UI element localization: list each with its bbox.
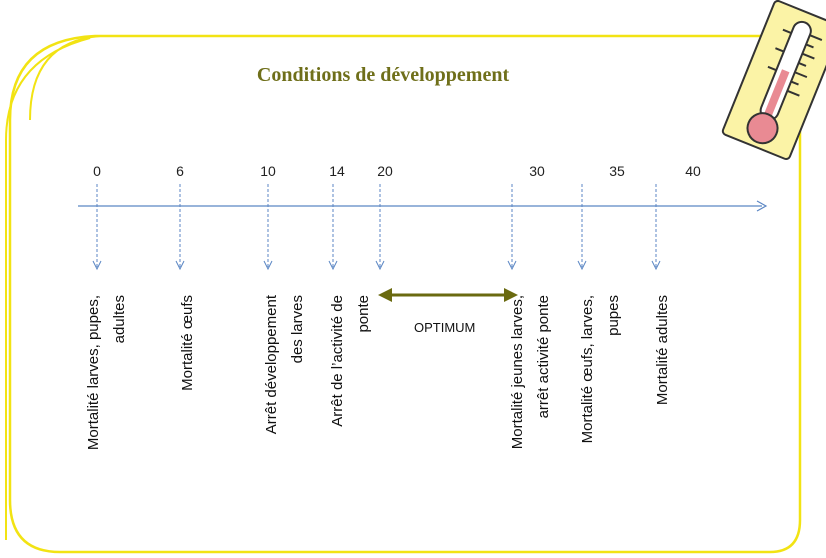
effect-label: Arrêt développement des larves — [263, 294, 306, 434]
effect-label: Mortalité jeunes larves, arrêt activité p… — [509, 295, 552, 449]
down-arrow — [92, 184, 102, 271]
effect-label-line: Mortalité larves, pupes, — [85, 295, 102, 450]
tick-label: 0 — [93, 163, 101, 179]
down-arrow — [651, 184, 661, 271]
down-arrow — [175, 184, 185, 271]
down-arrow — [507, 184, 517, 271]
effect-label: Mortalité larves, pupes, adultes — [85, 295, 128, 450]
effect-label-line: arrêt activité ponte — [535, 295, 552, 418]
down-arrow — [328, 184, 338, 271]
effect-label-line: Mortalité œufs, larves, — [579, 295, 596, 443]
thermometer-icon — [721, 0, 826, 161]
effect-label-line: Mortalité jeunes larves, — [509, 295, 526, 449]
frame-border-bottom — [8, 34, 802, 554]
down-arrow — [577, 184, 587, 271]
tick-label: 40 — [685, 163, 701, 179]
effect-label-line: Arrêt développement — [263, 294, 280, 434]
effect-label-line: Arrêt de l’activité de — [329, 295, 346, 427]
effect-label-line: Mortalité adultes — [654, 295, 671, 405]
effect-label-line: des larves — [289, 295, 306, 363]
tick-label: 20 — [377, 163, 393, 179]
tick-label: 14 — [329, 163, 345, 179]
effect-label: Mortalité adultes — [654, 295, 671, 405]
tick-label: 6 — [176, 163, 184, 179]
tick-label: 35 — [609, 163, 625, 179]
optimum-range — [378, 288, 518, 302]
effect-label: Mortalité œufs, larves, pupes — [579, 295, 622, 443]
effect-label: Mortalité œufs — [179, 295, 196, 391]
tick-labels: 0 6 10 14 20 30 35 40 — [93, 163, 701, 179]
diagram-title: Conditions de développement — [257, 64, 510, 86]
optimum-label: OPTIMUM — [414, 320, 475, 335]
effect-label-line: pupes — [605, 295, 622, 336]
effect-label-line: adultes — [111, 295, 128, 343]
tick-label: 10 — [260, 163, 276, 179]
axis-arrowhead — [756, 200, 768, 212]
effect-label-line: ponte — [355, 295, 372, 333]
down-arrow — [263, 184, 273, 271]
effect-label-line: Mortalité œufs — [179, 295, 196, 391]
frame-border — [5, 35, 826, 540]
down-arrow — [375, 184, 385, 271]
down-arrows — [92, 184, 661, 271]
tick-label: 30 — [529, 163, 545, 179]
effect-label: Arrêt de l’activité de ponte — [329, 295, 372, 427]
